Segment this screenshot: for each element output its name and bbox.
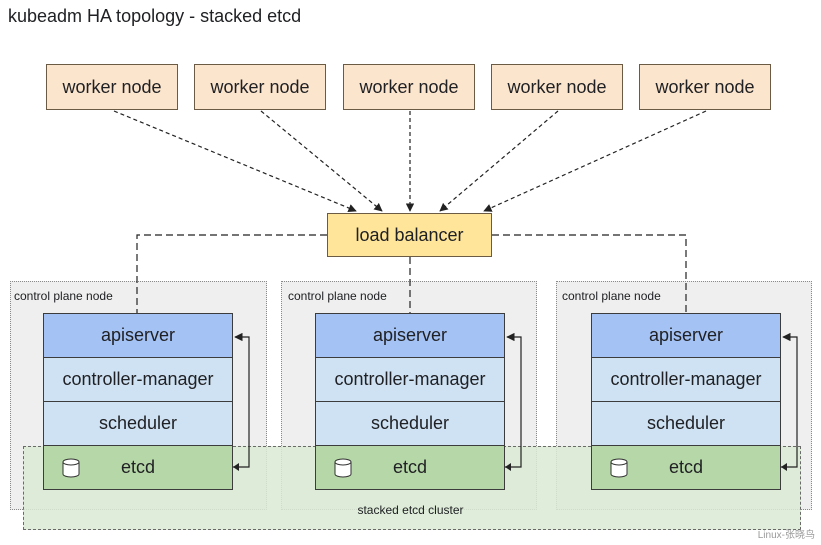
database-icon [334,458,352,478]
etcd-to-apiserver-3-arrow [781,332,798,468]
worker-4-arrow [439,110,559,212]
component-stack-1: apiserver controller-manager scheduler e… [43,313,233,490]
apiserver-box: apiserver [44,314,232,358]
controller-manager-box: controller-manager [316,358,504,402]
worker-1-arrow [113,110,357,212]
etcd-label: etcd [392,457,428,477]
arrowhead-etcd-3 [781,463,787,471]
watermark: Linux-张晓鸟 [757,530,815,541]
worker-node-1: worker node [46,64,178,110]
worker-5-arrow [483,110,707,212]
etcd-label: etcd [668,457,704,477]
apiserver-box: apiserver [592,314,780,358]
etcd-to-apiserver-2-arrow [505,332,522,468]
stacked-etcd-cluster-label: stacked etcd cluster [357,503,464,517]
worker-node-2: worker node [194,64,326,110]
etcd-box: etcd [316,446,504,489]
arrowhead-etcd-1 [233,463,239,471]
control-plane-node-label: control plane node [288,289,387,303]
component-stack-2: apiserver controller-manager scheduler e… [315,313,505,490]
etcd-to-apiserver-1-arrow [233,332,250,468]
control-plane-node-label: control plane node [14,289,113,303]
etcd-box: etcd [592,446,780,489]
worker-2-arrow [260,110,383,212]
etcd-box: etcd [44,446,232,489]
etcd-label: etcd [120,457,156,477]
controller-manager-box: controller-manager [44,358,232,402]
database-icon [62,458,80,478]
arrowhead-etcd-2 [505,463,511,471]
apiserver-box: apiserver [316,314,504,358]
worker-node-5: worker node [639,64,771,110]
scheduler-box: scheduler [44,402,232,446]
database-icon [610,458,628,478]
scheduler-box: scheduler [316,402,504,446]
controller-manager-box: controller-manager [592,358,780,402]
component-stack-3: apiserver controller-manager scheduler e… [591,313,781,490]
control-plane-node-label: control plane node [562,289,661,303]
load-balancer: load balancer [327,213,492,257]
worker-node-3: worker node [343,64,475,110]
lb-to-apiserver-1-line [136,234,327,313]
worker-node-4: worker node [491,64,623,110]
diagram-title: kubeadm HA topology - stacked etcd [8,6,302,26]
scheduler-box: scheduler [592,402,780,446]
lb-to-apiserver-3-line [492,234,687,313]
